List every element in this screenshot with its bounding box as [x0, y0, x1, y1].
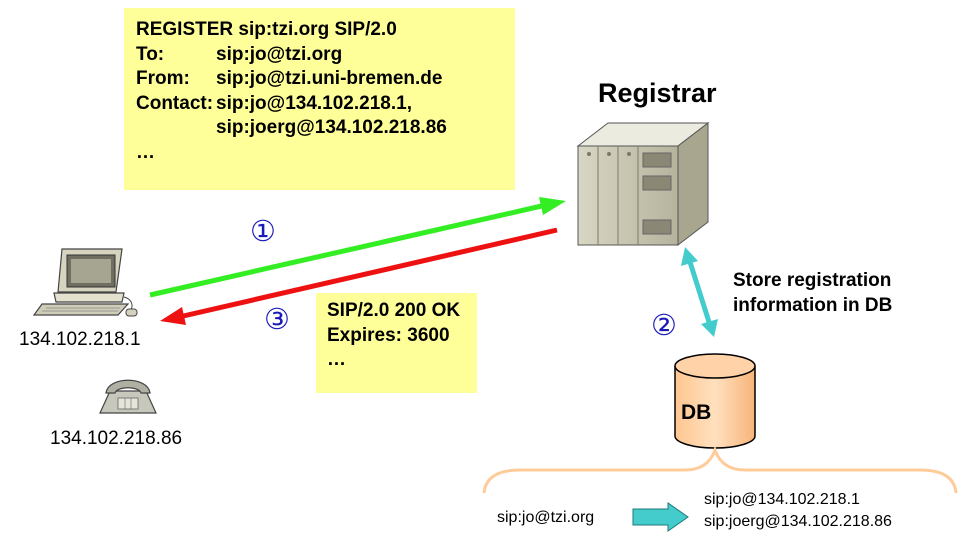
db-store-arrow: [681, 247, 718, 337]
registrar-server-icon: [576, 121, 710, 247]
contact-label: Contact:: [136, 92, 214, 114]
registrar-title: Registrar: [598, 78, 717, 108]
store-note-line-1: Store registration: [733, 270, 892, 291]
ok-response-note: SIP/2.0 200 OK Expires: 3600 …: [316, 293, 477, 393]
db-mapping-value-2: sip:joerg@134.102.218.86: [704, 513, 892, 530]
mapping-arrow-icon: [632, 502, 689, 532]
request-line: REGISTER sip:tzi.org SIP/2.0: [136, 19, 397, 40]
from-value: sip:jo@tzi.uni-bremen.de: [216, 68, 443, 90]
telephone-icon: [99, 379, 157, 414]
to-value: sip:jo@tzi.org: [216, 43, 343, 65]
request-ellipsis: …: [136, 141, 155, 163]
db-mapping-values: sip:jo@134.102.218.1 sip:joerg@134.102.2…: [704, 489, 892, 533]
from-label: From:: [136, 68, 190, 90]
request-arrow: [149, 197, 566, 298]
phone-ip-label: 134.102.218.86: [50, 428, 183, 449]
db-contents-brace: [482, 445, 958, 494]
db-mapping-value-1: sip:jo@134.102.218.1: [704, 491, 860, 508]
to-header: To: sip:jo@tzi.org: [136, 43, 515, 68]
register-request-note: REGISTER sip:tzi.org SIP/2.0 To: sip:jo@…: [124, 8, 515, 190]
step-3-marker: ③: [264, 304, 290, 336]
step-2-marker: ②: [651, 310, 677, 342]
contact-header-continued: sip:joerg@134.102.218.86: [136, 116, 515, 141]
response-status: SIP/2.0 200 OK: [327, 300, 461, 321]
response-arrow: [160, 227, 558, 325]
db-label: DB: [681, 401, 712, 424]
contact-header: Contact: sip:jo@134.102.218.1,: [136, 92, 515, 117]
to-label: To:: [136, 43, 165, 65]
client-ip-label: 134.102.218.1: [19, 329, 141, 350]
from-header: From: sip:jo@tzi.uni-bremen.de: [136, 67, 515, 92]
db-mapping-key: sip:jo@tzi.org: [497, 509, 595, 526]
step-1-marker: ①: [250, 216, 276, 248]
contact-value-1: sip:jo@134.102.218.1,: [216, 92, 412, 114]
response-expires: Expires: 3600: [327, 324, 450, 346]
response-ellipsis: …: [327, 349, 346, 371]
store-note-line-2: information in DB: [733, 295, 893, 316]
contact-value-2: sip:joerg@134.102.218.86: [216, 117, 447, 139]
store-registration-note: Store registration information in DB: [733, 268, 892, 318]
computer-icon: [32, 248, 138, 317]
